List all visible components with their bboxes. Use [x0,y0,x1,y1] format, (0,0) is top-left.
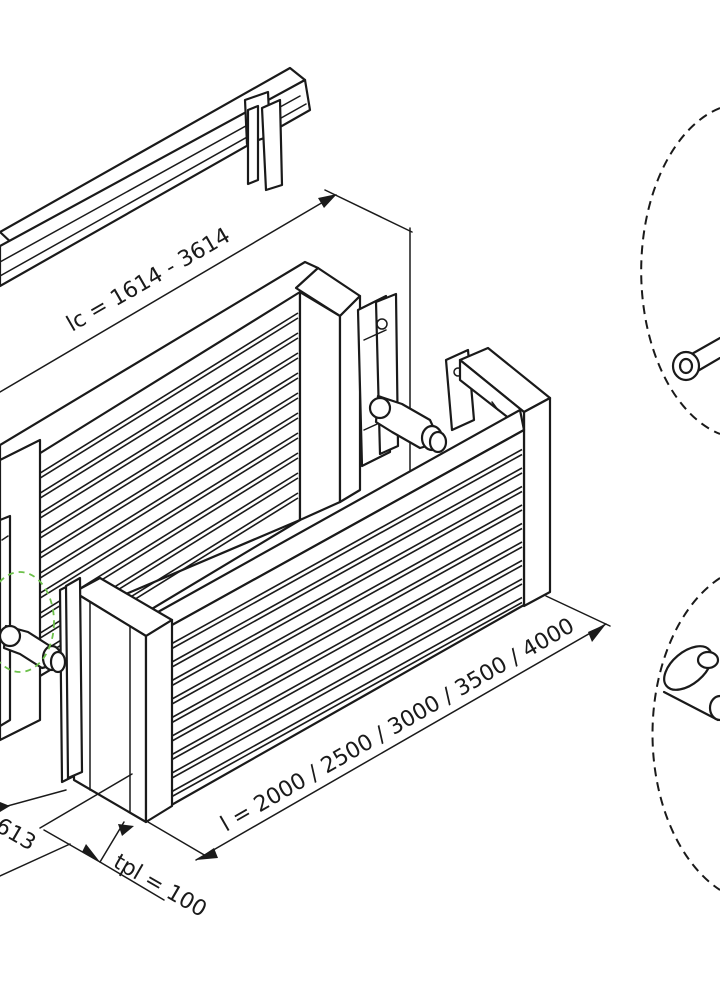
panel-slat [0,372,299,559]
panel-slat [171,578,523,774]
panel-slat [171,583,523,779]
panel-slat [0,357,299,544]
panel-slat [171,596,523,793]
panel-slat [0,437,299,624]
panel-slat [171,541,523,737]
panel-slat [0,457,299,644]
panel-slat [171,448,523,645]
panel-slat [0,417,299,604]
panel-slat [171,564,523,761]
left-end-post [0,438,42,742]
panel-slat [171,509,523,705]
shaft-pin-icon [671,336,720,382]
panel-slat [171,485,523,682]
shaft-pin-slotted-icon [662,645,720,722]
panel-slat [0,397,299,584]
panel-slat [0,377,299,564]
panel-slat [171,559,523,756]
detail-view-pin [640,107,720,435]
front-left-post [58,576,174,824]
panel-slat [171,527,523,724]
width-dimension: 613 [0,789,71,877]
width-dimension-label: 613 [0,814,40,857]
right-post [444,346,552,608]
panel-slat [0,452,299,639]
panel-slat [0,312,299,499]
panel-slat [0,412,299,599]
back-right-post [294,266,400,522]
shaft-front [0,571,67,674]
panel-slat [0,352,299,539]
detail-view-slotted-pin [651,577,720,891]
panel-slat [171,490,523,687]
panel-slat [0,317,299,504]
front-panel [138,408,526,822]
panel-slat [0,477,299,664]
panel-slat [171,453,523,650]
panel-slat [171,546,523,742]
panel-slat [171,504,523,700]
panel-slat [171,601,523,798]
panel-slat [0,432,299,619]
panel-slat [171,472,523,668]
panel-slat [0,332,299,519]
panel-slat [0,392,299,579]
panel-slat [171,522,523,719]
panel-slat [0,472,299,659]
panel-slat [171,467,523,663]
floor-edge [98,518,302,607]
shaft-back [368,394,448,454]
panel-slat [0,337,299,524]
top-rail [0,66,312,288]
